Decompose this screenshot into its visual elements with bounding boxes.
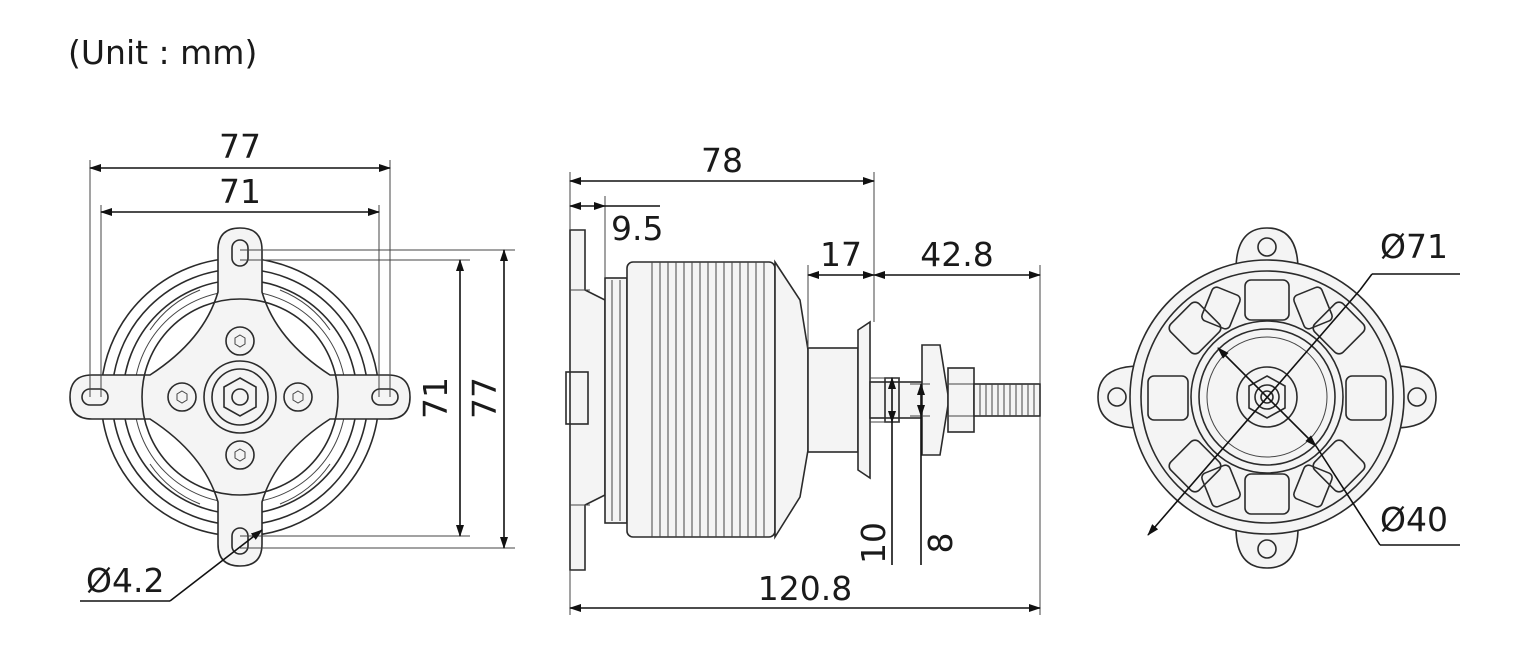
dim-shaft-diameter-10: 10 — [854, 522, 893, 564]
shaft-threads — [979, 384, 1035, 416]
screw-right — [283, 382, 313, 412]
dim-shaft-length: 42.8 — [920, 235, 993, 274]
front-view: 77 71 71 77 Ø4.2 — [69, 127, 515, 602]
dim-overall-length: 120.8 — [758, 569, 852, 608]
dim-hub-length: 17 — [820, 235, 862, 274]
cross-mount — [69, 227, 411, 567]
unit-label: (Unit : mm) — [68, 33, 257, 72]
dim-front-height-77: 77 — [465, 377, 504, 419]
dim-front-width-71: 71 — [219, 172, 261, 211]
cooling-windows — [1147, 279, 1387, 515]
screw-top — [225, 326, 255, 356]
dim-shaft-diameter-8: 8 — [921, 533, 960, 554]
dim-mount-thickness: 9.5 — [611, 209, 663, 248]
screw-bottom — [225, 440, 255, 470]
can-fins — [651, 262, 765, 537]
motor-can — [626, 261, 776, 538]
dim-front-width-77: 77 — [219, 127, 261, 166]
rear-view: Ø71 Ø40 — [1097, 227, 1460, 569]
side-view: 78 9.5 17 42.8 120.8 10 8 — [565, 141, 1041, 615]
dim-rear-inner-diameter: Ø40 — [1380, 500, 1448, 539]
dim-side-length-78: 78 — [701, 141, 743, 180]
screw-left — [167, 382, 197, 412]
dim-rear-outer-diameter: Ø71 — [1380, 227, 1448, 266]
dim-hole-diameter: Ø4.2 — [86, 561, 164, 600]
dim-front-height-71: 71 — [416, 377, 455, 419]
